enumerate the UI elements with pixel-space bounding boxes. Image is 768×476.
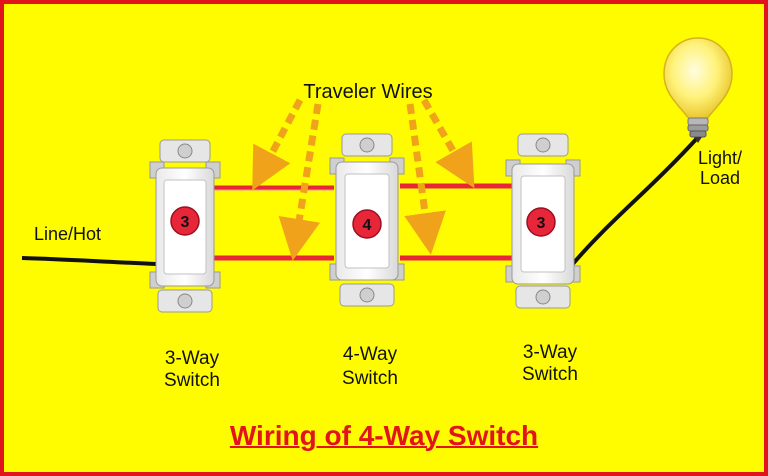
- label-light: Light/: [698, 148, 742, 168]
- badge-right: 3: [526, 207, 556, 237]
- label-line-hot: Line/Hot: [34, 224, 101, 244]
- badge-left-number: 3: [181, 214, 190, 231]
- label-switch-middle-type: 4-Way: [343, 344, 398, 365]
- label-traveler-wires: Traveler Wires: [303, 81, 432, 103]
- label-switch-left-word: Switch: [164, 370, 220, 391]
- badge-middle: 4: [352, 209, 382, 239]
- load-wire: [570, 133, 702, 267]
- label-switch-right-type: 3-Way: [523, 342, 578, 363]
- diagram-title: Wiring of 4-Way Switch: [229, 420, 539, 451]
- light-bulb-icon: [663, 37, 733, 143]
- badge-left: 3: [170, 206, 200, 236]
- label-switch-right-word: Switch: [522, 364, 578, 385]
- label-switch-left-type: 3-Way: [165, 348, 220, 369]
- label-switch-middle-word: Switch: [342, 368, 398, 389]
- badge-middle-number: 4: [363, 217, 372, 234]
- traveler-arrows: [252, 98, 475, 261]
- badge-right-number: 3: [537, 215, 546, 232]
- line-hot-wire: [21, 256, 157, 266]
- label-load: Load: [700, 168, 740, 188]
